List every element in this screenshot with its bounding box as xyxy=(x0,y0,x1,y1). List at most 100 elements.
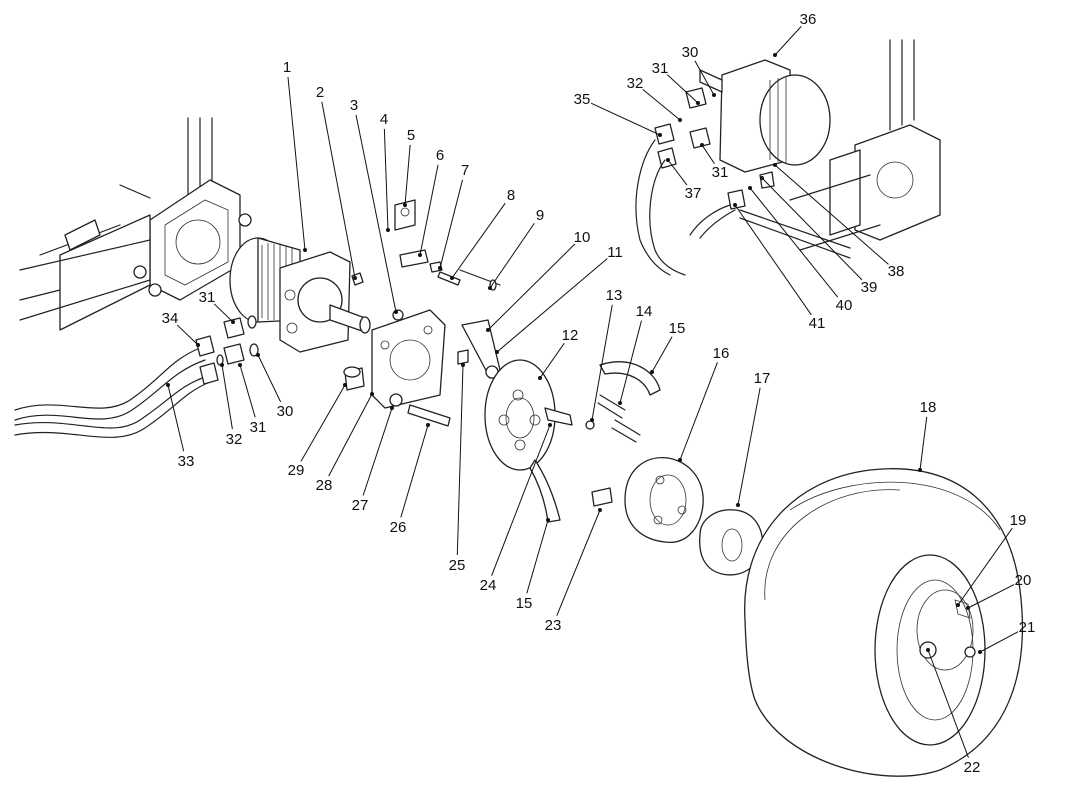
callout-3: 3 xyxy=(350,97,398,314)
callout-31: 31 xyxy=(652,60,700,105)
part-number-label: 6 xyxy=(436,147,444,164)
leader-point xyxy=(461,363,465,367)
leader-line xyxy=(491,424,551,576)
leader-line xyxy=(761,177,863,281)
callout-24: 24 xyxy=(480,423,552,594)
callout-4: 4 xyxy=(380,111,390,232)
leader-point xyxy=(394,310,398,314)
leader-point xyxy=(760,176,764,180)
leader-point xyxy=(696,101,700,105)
leader-line xyxy=(642,88,681,121)
callout-40: 40 xyxy=(748,186,852,314)
callout-27: 27 xyxy=(352,406,394,514)
part-number-label: 39 xyxy=(861,279,878,296)
leader-line xyxy=(400,424,429,518)
leader-point xyxy=(733,203,737,207)
part-number-label: 20 xyxy=(1015,572,1032,589)
part-number-label: 27 xyxy=(352,497,369,514)
leader-point xyxy=(403,203,407,207)
callout-23: 23 xyxy=(545,508,602,634)
leader-line xyxy=(734,204,812,316)
leader-line xyxy=(539,342,565,379)
part-number-label: 22 xyxy=(964,759,981,776)
leader-line xyxy=(496,258,608,353)
part-number-label: 19 xyxy=(1010,512,1027,529)
leader-point xyxy=(196,343,200,347)
leader-point xyxy=(256,353,260,357)
leader-point xyxy=(598,508,602,512)
leader-line xyxy=(774,26,802,56)
callout-13: 13 xyxy=(590,287,622,422)
callout-26: 26 xyxy=(390,423,430,536)
part-number-label: 1 xyxy=(283,59,291,76)
leader-point xyxy=(736,503,740,507)
leader-point xyxy=(700,143,704,147)
leader-point xyxy=(918,468,922,472)
brake-bracket xyxy=(343,199,501,427)
part-number-label: 32 xyxy=(226,431,243,448)
leader-line xyxy=(167,384,185,452)
leader-point xyxy=(956,603,960,607)
callout-15: 15 xyxy=(650,320,685,374)
leader-point xyxy=(488,286,492,290)
part-number-label: 15 xyxy=(669,320,686,337)
leader-line xyxy=(328,393,373,477)
callout-33: 33 xyxy=(166,383,194,470)
part-number-label: 5 xyxy=(407,127,415,144)
part-number-label: 9 xyxy=(536,207,544,224)
part-number-label: 7 xyxy=(461,162,469,179)
callout-39: 39 xyxy=(760,176,877,296)
leader-point xyxy=(748,186,752,190)
leader-point xyxy=(390,406,394,410)
callout-32: 32 xyxy=(627,75,682,122)
hose-assembly-left xyxy=(14,315,259,438)
leader-line xyxy=(737,387,761,506)
leader-point xyxy=(353,276,357,280)
leader-line xyxy=(774,164,889,265)
leader-line xyxy=(556,509,601,616)
leader-line xyxy=(419,164,439,256)
leader-point xyxy=(966,606,970,610)
leader-line xyxy=(489,222,535,289)
part-number-label: 24 xyxy=(480,577,497,594)
leader-line xyxy=(321,101,356,279)
leader-point xyxy=(343,383,347,387)
leader-line xyxy=(451,202,506,279)
part-number-label: 4 xyxy=(380,111,388,128)
callout-29: 29 xyxy=(288,383,347,479)
leader-point xyxy=(220,363,224,367)
part-number-label: 38 xyxy=(888,263,905,280)
part-number-label: 31 xyxy=(712,164,729,181)
leader-line xyxy=(221,364,233,430)
callout-28: 28 xyxy=(316,392,374,494)
callout-19: 19 xyxy=(956,512,1026,607)
leader-line xyxy=(287,76,306,251)
callout-9: 9 xyxy=(488,207,544,290)
part-number-label: 25 xyxy=(449,557,466,574)
part-number-label: 21 xyxy=(1019,619,1036,636)
part-number-label: 31 xyxy=(199,289,216,306)
callout-12: 12 xyxy=(538,327,578,380)
part-number-label: 23 xyxy=(545,617,562,634)
callout-7: 7 xyxy=(438,162,469,270)
callout-31: 31 xyxy=(700,143,728,181)
part-number-label: 37 xyxy=(685,185,702,202)
part-number-label: 11 xyxy=(607,244,623,261)
part-number-label: 18 xyxy=(920,399,937,416)
part-number-label: 34 xyxy=(162,310,179,327)
inset-right-motor xyxy=(635,39,941,276)
leader-line xyxy=(257,354,282,403)
part-number-label: 13 xyxy=(606,287,623,304)
leader-line xyxy=(456,364,464,556)
leader-point xyxy=(495,350,499,354)
leader-line xyxy=(927,649,969,758)
callout-25: 25 xyxy=(449,363,466,574)
callout-32: 32 xyxy=(220,363,242,448)
leader-line xyxy=(487,243,576,331)
callout-41: 41 xyxy=(733,203,825,332)
part-number-label: 30 xyxy=(682,44,699,61)
callout-21: 21 xyxy=(978,619,1035,654)
leader-line xyxy=(967,584,1015,609)
